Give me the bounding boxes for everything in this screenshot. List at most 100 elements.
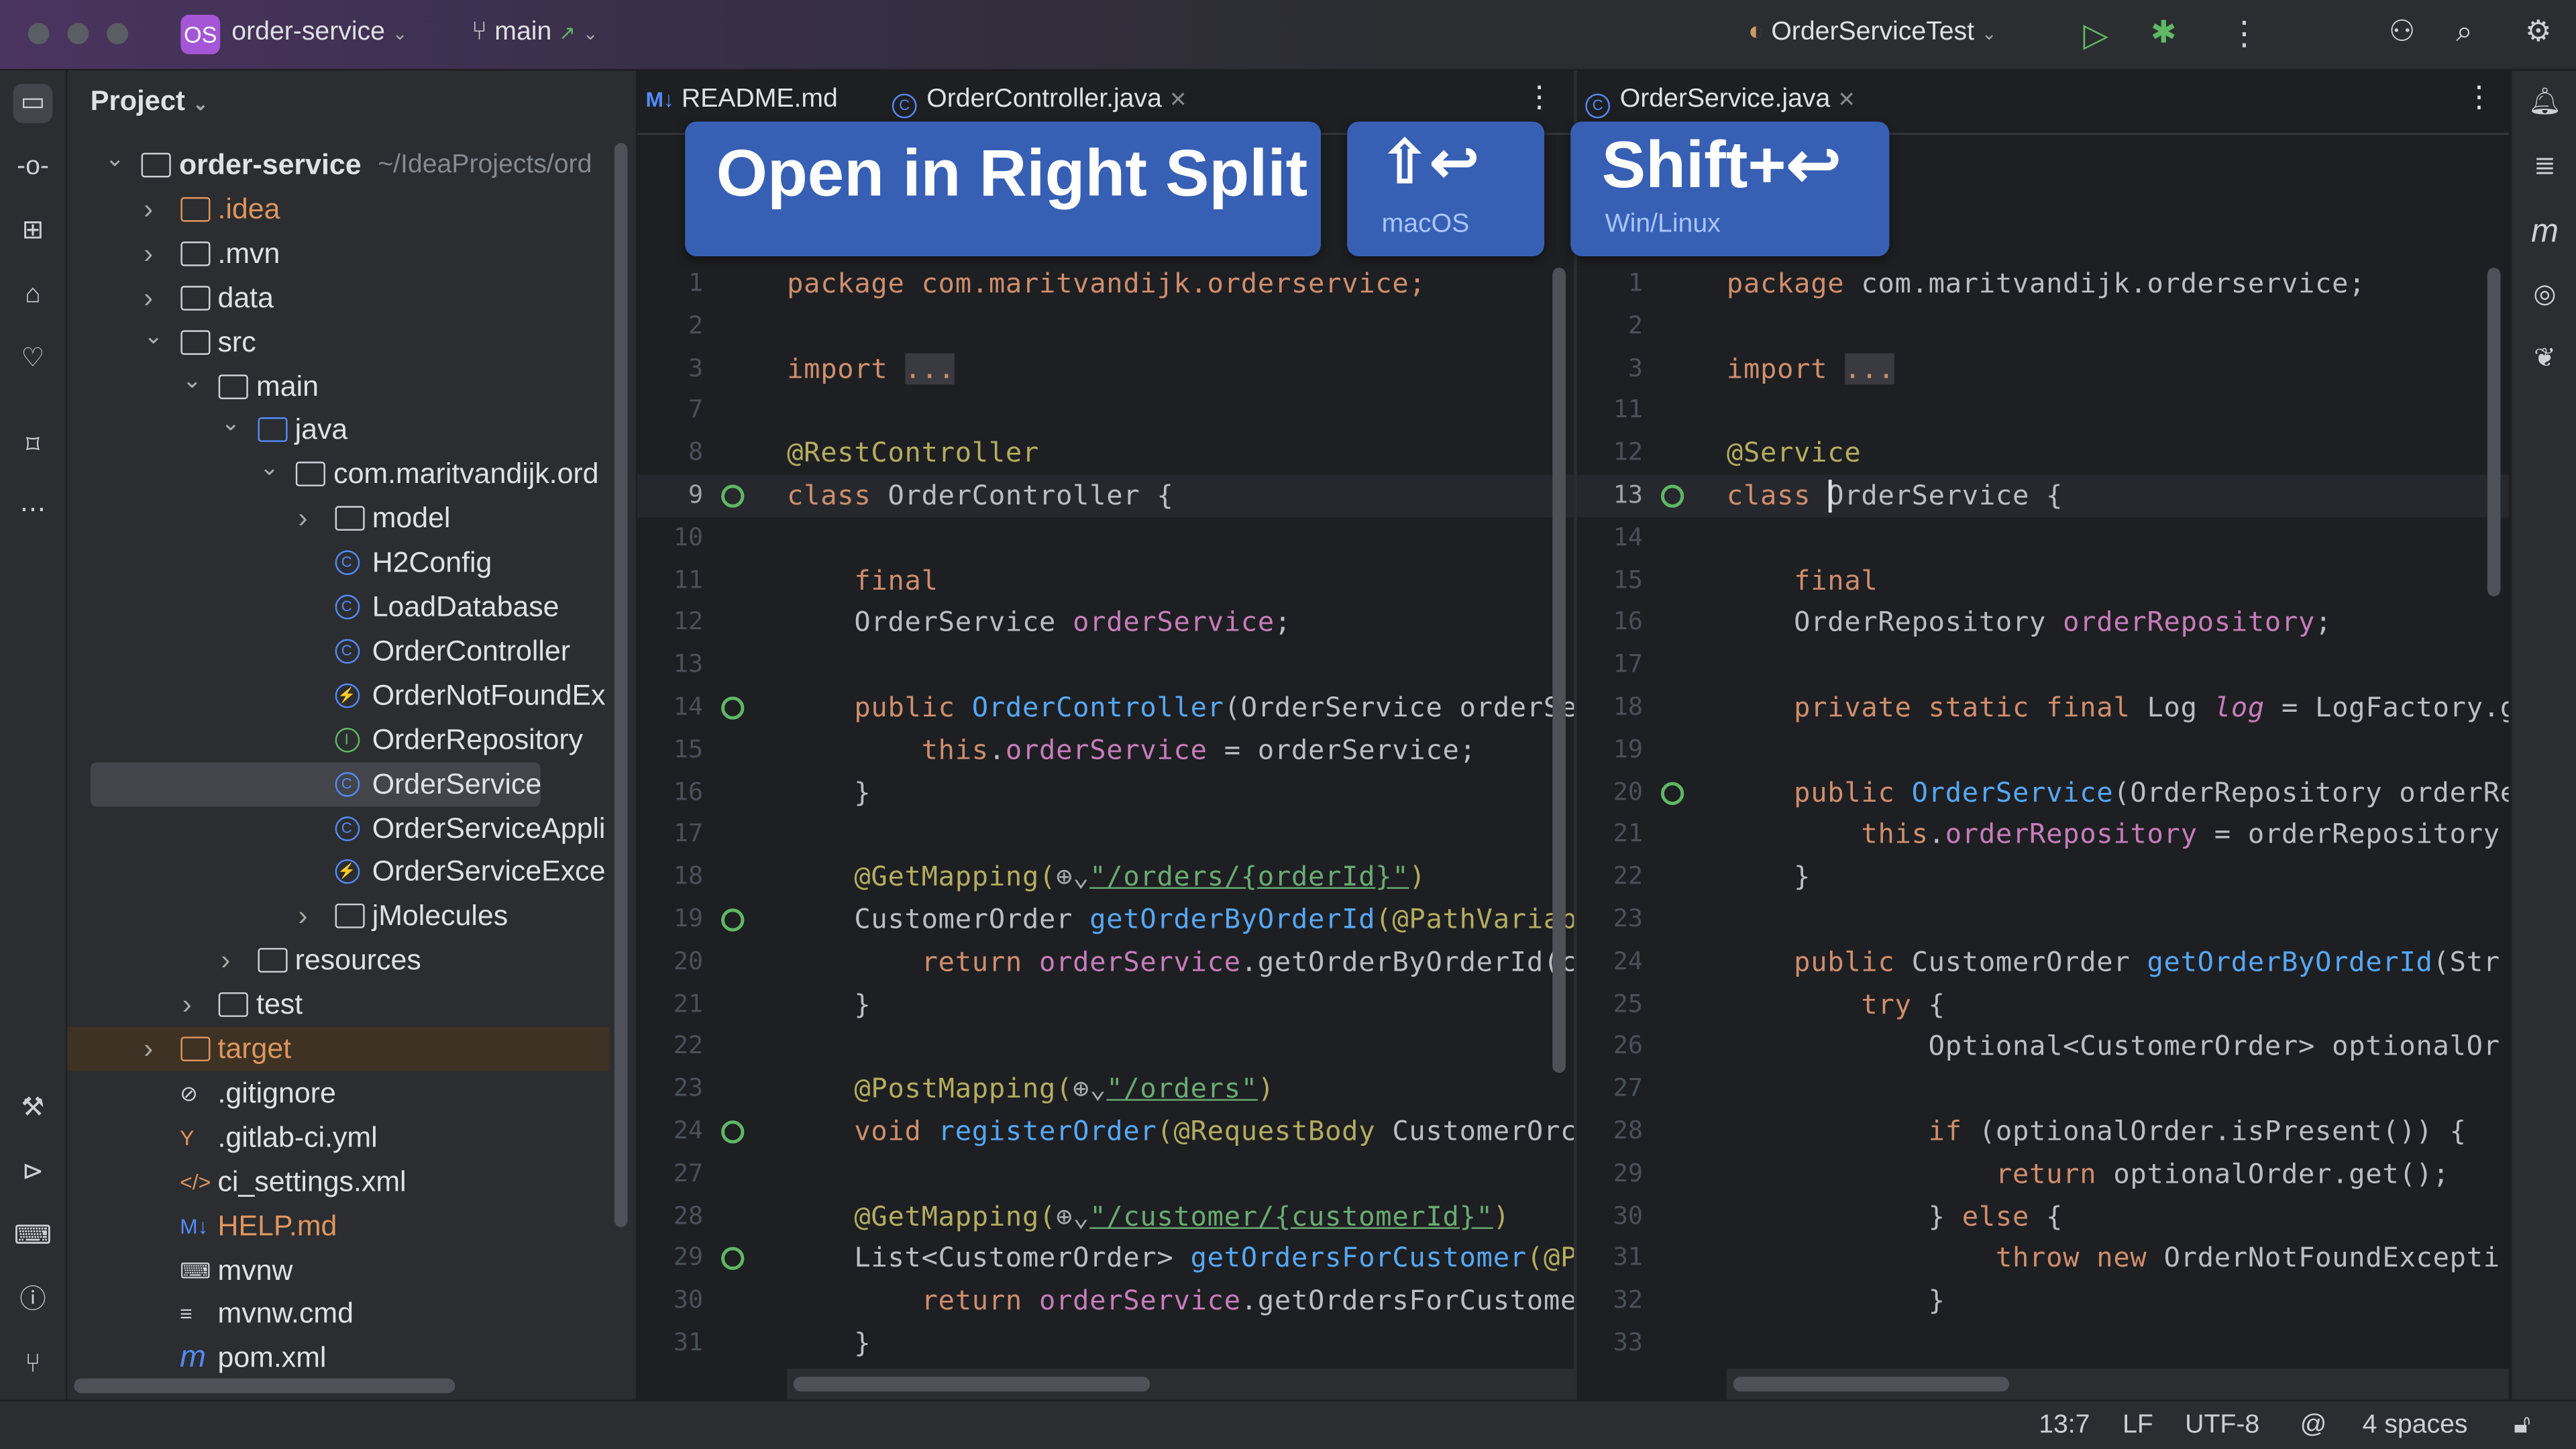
chevron-right-icon[interactable]: › (182, 989, 192, 1021)
spring-bean-gutter-icon[interactable] (721, 908, 745, 932)
tree-item[interactable]: ⌄main (67, 364, 609, 408)
code-line[interactable]: 11 (1577, 390, 2509, 432)
indent-setting[interactable]: 4 spaces (2362, 1411, 2468, 1440)
tree-item[interactable]: ›data (67, 276, 609, 320)
code-line[interactable]: 18 private static final Log log = LogFac… (1577, 687, 2509, 729)
more-icon[interactable]: ⋮ (2464, 80, 2494, 113)
code-line[interactable]: 10 (637, 517, 1574, 559)
line-number[interactable]: 9 (688, 480, 704, 510)
spring-bean-gutter-icon[interactable] (721, 696, 745, 720)
spring-bean-gutter-icon[interactable] (1660, 781, 1684, 805)
line-number[interactable]: 2 (1627, 310, 1643, 340)
line-number[interactable]: 7 (688, 394, 704, 425)
line-number[interactable]: 27 (1613, 1073, 1643, 1103)
line-number[interactable]: 2 (688, 310, 704, 340)
tree-item[interactable]: ≡mvnw.cmd (67, 1292, 609, 1336)
more-icon[interactable]: ⋮ (2227, 16, 2261, 53)
code-line[interactable]: 25 try { (1577, 983, 2509, 1026)
tree-item[interactable]: ⌨mvnw (67, 1248, 609, 1292)
code-line[interactable]: 21 this.orderRepository = orderRepositor… (1577, 814, 2509, 856)
code-line[interactable]: 22 } (1577, 856, 2509, 898)
code-line[interactable]: 22 (637, 1026, 1574, 1068)
ai-assistant-icon[interactable]: ◎ (2533, 280, 2557, 309)
tree-item[interactable]: ›resources (67, 938, 609, 983)
services-tool-icon[interactable]: ⊳ (21, 1158, 44, 1187)
add-user-icon[interactable]: ⚇ (2388, 15, 2416, 48)
code-line[interactable]: 2 (1577, 305, 2509, 347)
line-number[interactable]: 28 (673, 1200, 704, 1230)
git-tool-icon[interactable]: ⑂ (25, 1350, 41, 1379)
spring-tool-icon[interactable]: ♡ (21, 345, 45, 373)
chevron-right-icon[interactable]: › (144, 282, 154, 313)
line-number[interactable]: 15 (1613, 564, 1643, 594)
code-line[interactable]: 17 (637, 814, 1574, 856)
chevron-down-icon[interactable]: ⌄ (144, 321, 164, 348)
code-line[interactable]: 31 } (637, 1322, 1574, 1364)
code-line[interactable]: 33 (1577, 1322, 2509, 1364)
tree-item[interactable]: ›test (67, 983, 609, 1027)
tree-item[interactable]: ›.idea (67, 187, 609, 231)
settings-icon[interactable]: ⚙ (2525, 15, 2552, 48)
code-line[interactable]: 14 public OrderController(OrderService o… (637, 687, 1574, 729)
code-line[interactable]: 17 (1577, 644, 2509, 686)
line-number[interactable]: 12 (1613, 437, 1643, 467)
line-number[interactable]: 21 (1613, 818, 1643, 849)
chevron-right-icon[interactable]: › (298, 502, 308, 535)
window-close-button[interactable] (28, 23, 50, 45)
tab-readme[interactable]: M↓ README.md (645, 85, 837, 115)
code-line[interactable]: 19 CustomerOrder getOrderByOrderId(@Path… (637, 899, 1574, 941)
line-number[interactable]: 29 (1613, 1158, 1643, 1188)
tree-item[interactable]: M↓HELP.md (67, 1203, 609, 1248)
code-line[interactable]: 23 @PostMapping(⊕⌄"/orders") (637, 1068, 1574, 1110)
spring-bean-gutter-icon[interactable] (721, 484, 745, 508)
project-tool-icon[interactable]: ▭ (13, 83, 53, 123)
build-tool-icon[interactable]: ⚒ (21, 1094, 45, 1122)
line-number[interactable]: 22 (1613, 861, 1643, 891)
maven-icon[interactable]: m (2531, 213, 2559, 250)
line-number[interactable]: 27 (673, 1158, 704, 1188)
line-number[interactable]: 22 (673, 1030, 704, 1061)
line-number[interactable]: 24 (1613, 946, 1643, 976)
line-number[interactable]: 29 (673, 1242, 704, 1273)
line-number[interactable]: 30 (673, 1285, 704, 1315)
tree-item[interactable]: ⌄com.maritvandijk.ord (67, 452, 609, 496)
code-line[interactable]: 14 (1577, 517, 2509, 559)
code-line[interactable]: 20 return orderService.getOrderByOrderId… (637, 941, 1574, 983)
code-line[interactable]: 31 throw new OrderNotFoundExcepti (1577, 1238, 2509, 1280)
more-icon[interactable]: ⋮ (1524, 80, 1554, 113)
window-minimize-button[interactable] (67, 23, 89, 45)
code-line[interactable]: 26 Optional<CustomerOrder> optionalOr (1577, 1026, 2509, 1068)
line-ending[interactable]: LF (2123, 1411, 2153, 1440)
chevron-right-icon[interactable]: › (144, 237, 154, 270)
line-number[interactable]: 23 (673, 1073, 704, 1103)
code-line[interactable]: 12 OrderService orderService; (637, 602, 1574, 644)
problems-tool-icon[interactable]: ⓘ (19, 1286, 46, 1315)
database-icon[interactable]: ≣ (2534, 152, 2556, 181)
line-number[interactable]: 26 (1613, 1030, 1643, 1061)
tree-item[interactable]: ⚡OrderServiceExce (67, 850, 609, 894)
chevron-right-icon[interactable]: › (298, 900, 308, 932)
close-icon[interactable]: ✕ (1837, 87, 1856, 112)
line-number[interactable]: 15 (673, 734, 704, 764)
chevron-down-icon[interactable]: ⌄ (221, 409, 241, 436)
chevron-right-icon[interactable]: › (144, 1033, 154, 1065)
code-line[interactable]: 29 List<CustomerOrder> getOrdersForCusto… (637, 1238, 1574, 1280)
tree-item[interactable]: Y.gitlab-ci.yml (67, 1115, 609, 1159)
right-vertical-scrollbar[interactable] (2487, 268, 2501, 596)
ai-status-icon[interactable]: @ (2300, 1411, 2327, 1440)
code-line[interactable]: 2 (637, 305, 1574, 347)
tree-item[interactable]: ⚡OrderNotFoundEx (67, 674, 609, 718)
code-line[interactable]: 15 final (1577, 559, 2509, 602)
code-line[interactable]: 24 void registerOrder(@RequestBody Custo… (637, 1111, 1574, 1153)
code-line[interactable]: 21 } (637, 983, 1574, 1026)
line-number[interactable]: 31 (673, 1327, 704, 1357)
